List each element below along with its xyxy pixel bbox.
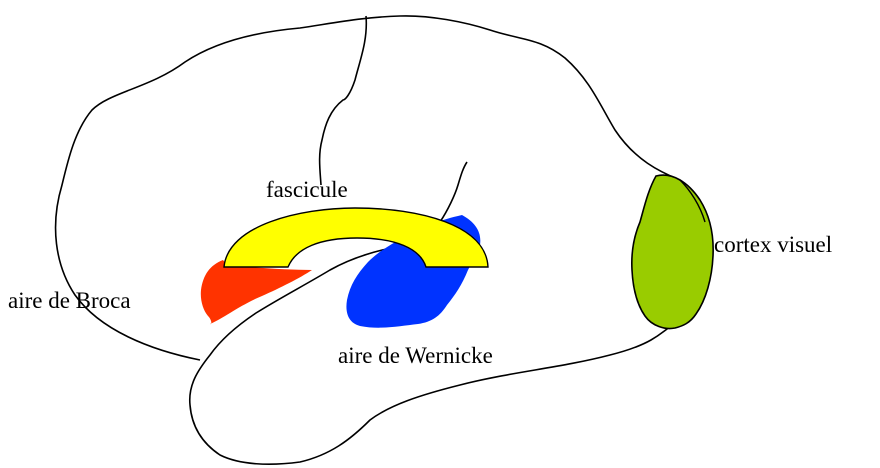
lateral-sulcus [440,162,467,222]
central-sulcus [320,16,367,185]
visual-cortex [632,175,713,328]
fascicule-label: fascicule [266,178,348,201]
broca-area [201,260,312,324]
broca-label: aire de Broca [8,289,131,312]
wernicke-label: aire de Wernicke [338,344,493,367]
visual-cortex-label: cortex visuel [714,233,832,256]
